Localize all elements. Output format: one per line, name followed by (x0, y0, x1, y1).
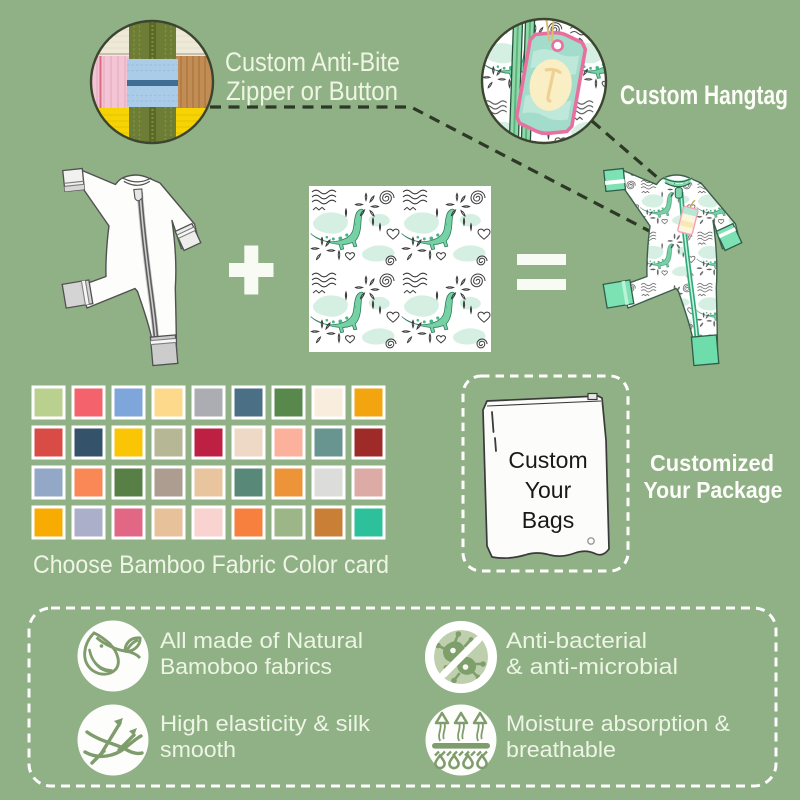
svg-text:Bamoboo fabrics: Bamoboo fabrics (160, 654, 332, 679)
svg-text:Choose Bamboo Fabric Color car: Choose Bamboo Fabric Color card (33, 551, 389, 579)
svg-text:Your: Your (525, 477, 572, 503)
svg-text:Anti-bacterial: Anti-bacterial (506, 628, 647, 653)
svg-text:All made of Natural: All made of Natural (160, 628, 363, 653)
svg-text:breathable: breathable (506, 737, 616, 762)
svg-text:Bags: Bags (522, 507, 574, 533)
svg-text:Moisture absorption &: Moisture absorption & (506, 711, 730, 736)
svg-text:Your Package: Your Package (644, 477, 783, 503)
svg-text:Custom: Custom (508, 447, 587, 473)
svg-text:& anti-microbial: & anti-microbial (506, 654, 678, 679)
svg-text:High elasticity & silk: High elasticity & silk (160, 711, 371, 736)
svg-text:Customized: Customized (650, 450, 774, 476)
svg-text:smooth: smooth (160, 737, 236, 762)
svg-text:Custom Anti-Bite: Custom Anti-Bite (225, 47, 400, 77)
svg-text:Custom Hangtag: Custom Hangtag (620, 80, 788, 110)
svg-text:Zipper or Button: Zipper or Button (226, 76, 398, 106)
